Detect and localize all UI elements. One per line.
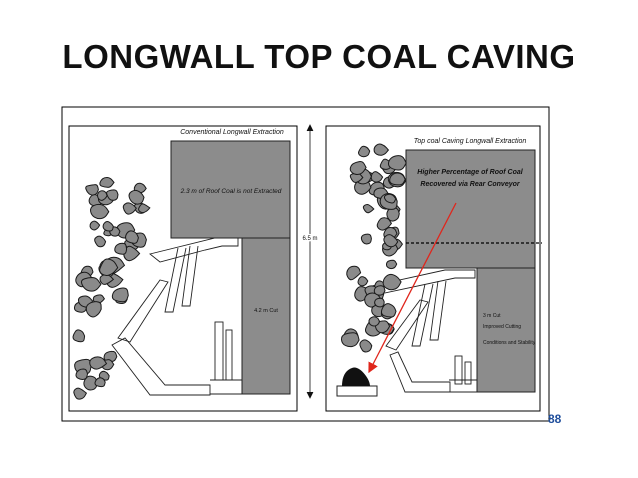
left-roof-coal-label: 2.3 m of Roof Coal is not Extracted	[180, 188, 282, 195]
rock	[138, 203, 151, 214]
rock	[125, 230, 139, 244]
rock	[96, 190, 108, 201]
rock	[358, 145, 371, 158]
right-roof-coal-block	[405, 149, 536, 269]
rock	[89, 203, 110, 220]
rock	[374, 320, 391, 334]
left-cut-label: 4.2 m Cut	[254, 308, 278, 314]
rock	[122, 202, 137, 215]
rock	[99, 176, 115, 188]
rock	[359, 339, 373, 353]
rock	[374, 297, 385, 308]
rock	[373, 285, 386, 296]
rock	[389, 172, 406, 186]
rock	[362, 204, 375, 214]
rock	[85, 184, 99, 196]
right-shield-support	[371, 269, 478, 393]
seam-height-dimension	[306, 124, 314, 399]
rock	[83, 375, 98, 391]
rock	[106, 189, 119, 201]
rock	[99, 258, 119, 276]
seam-height-label: 6.5 m	[302, 236, 317, 242]
rock	[72, 329, 86, 343]
rock	[349, 161, 367, 175]
rock	[370, 171, 384, 183]
rock	[103, 350, 118, 363]
rock	[111, 287, 129, 303]
rock	[85, 301, 102, 318]
rock	[89, 220, 101, 231]
rock	[128, 189, 145, 205]
left-rock-pile	[72, 176, 151, 400]
recovery-arrow	[368, 202, 457, 374]
rock	[114, 242, 128, 255]
rock	[373, 143, 390, 156]
right-panel-heading: Top coal Caving Longwall Extraction	[414, 138, 527, 145]
rock	[357, 276, 369, 287]
rock	[368, 316, 380, 327]
rock	[102, 220, 114, 232]
rock	[383, 193, 397, 204]
rock	[382, 273, 402, 291]
rock	[387, 155, 407, 171]
right-rock-pile	[340, 143, 407, 353]
rock	[385, 259, 398, 270]
right-panel-frame	[325, 125, 541, 412]
rock	[123, 245, 141, 262]
recovery-label-line1: Higher Percentage of Roof Coal	[417, 169, 523, 176]
rock	[380, 303, 397, 318]
recovery-label-line2: Recovered via Rear Conveyor	[420, 181, 520, 188]
right-cut-block	[476, 267, 536, 393]
rock	[94, 377, 106, 388]
rock	[346, 265, 362, 281]
left-cut-block	[241, 237, 291, 395]
rock	[376, 217, 393, 231]
rear-conveyor-coal	[342, 367, 370, 386]
rock	[340, 332, 360, 348]
rock	[73, 387, 88, 400]
right-cut-label-3: Conditions and Stability	[483, 340, 536, 346]
left-panel-frame	[68, 125, 298, 412]
left-shield-support	[111, 237, 243, 396]
rock	[360, 233, 372, 245]
right-cut-label-1: 3 m Cut	[483, 313, 501, 319]
rear-conveyor	[336, 385, 378, 397]
rock	[75, 368, 89, 380]
slide-title: LONGWALL TOP COAL CAVING	[62, 38, 576, 75]
left-panel-heading: Conventional Longwall Extraction	[180, 129, 284, 136]
left-roof-coal-block	[170, 140, 291, 239]
right-cut-label-2: Improved Cutting	[483, 324, 521, 330]
rock	[80, 276, 102, 292]
rock	[89, 356, 108, 370]
rock	[94, 235, 107, 248]
page-number: 88	[548, 412, 562, 426]
rock	[383, 234, 399, 248]
